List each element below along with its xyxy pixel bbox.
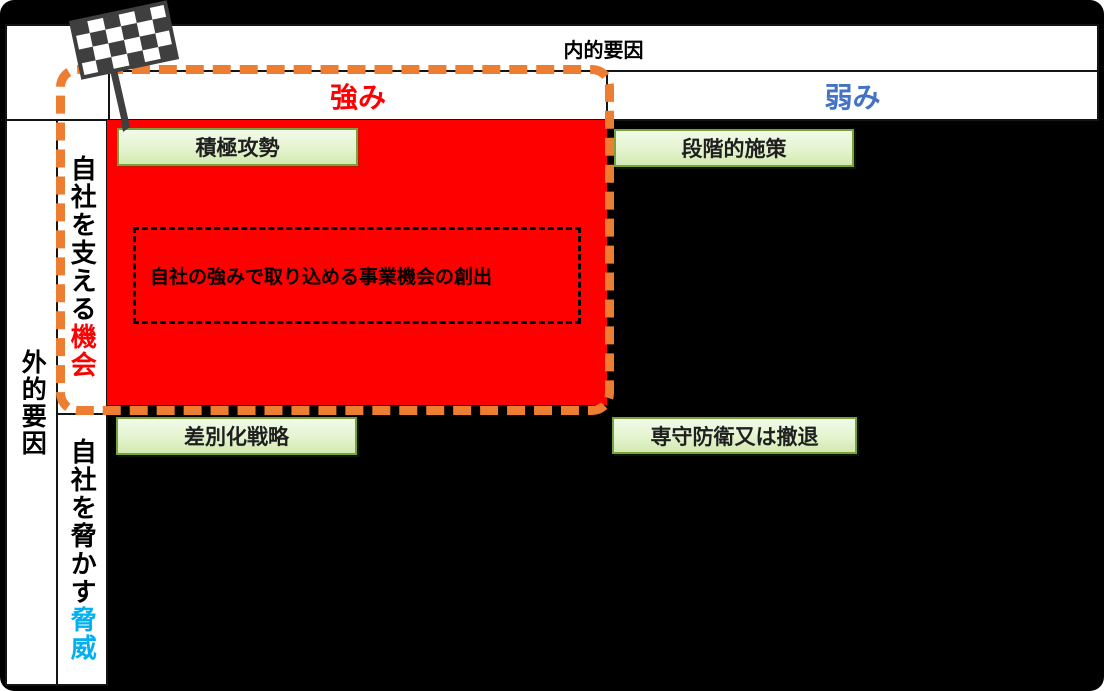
strategy-label-differentiation: 差別化戦略 <box>116 417 357 455</box>
internal-factors-header: 内的要因 <box>108 24 1099 72</box>
opportunity-label: 自社を支える機会 <box>67 155 98 379</box>
so-quadrant-note-box: 自社の強みで取り込める事業機会の創出 <box>133 227 581 324</box>
strategy-text: 段階的施策 <box>681 138 787 161</box>
external-factors-header: 外的要因 <box>5 119 58 686</box>
internal-factors-label: 内的要因 <box>563 39 644 62</box>
strategy-label-defense-or-withdrawal: 専守防衛又は撤退 <box>612 417 857 454</box>
strategy-label-aggressive: 積極攻勢 <box>117 128 358 166</box>
strategy-text: 積極攻勢 <box>195 137 280 160</box>
strategy-text: 差別化戦略 <box>184 426 289 449</box>
strategy-text: 専守防衛又は撤退 <box>650 425 819 449</box>
column-header-strength: 強み <box>108 70 608 121</box>
opportunity-keyword: 機会 <box>67 323 98 379</box>
threat-label: 自社を脅かす脅威 <box>67 437 98 662</box>
strength-label: 強み <box>329 81 386 113</box>
so-quadrant-note: 自社の強みで取り込める事業機会の創出 <box>150 267 493 288</box>
strategy-label-staged-measures: 段階的施策 <box>614 129 854 167</box>
row-header-opportunity: 自社を支える機会 <box>56 119 108 415</box>
row-header-threat: 自社を脅かす脅威 <box>56 413 108 686</box>
weakness-label: 弱み <box>824 81 881 113</box>
threat-keyword: 脅威 <box>67 605 98 662</box>
external-factors-label: 外的要因 <box>18 348 47 457</box>
checkered-flag-icon <box>68 0 180 132</box>
column-header-weakness: 弱み <box>606 70 1099 121</box>
highlighted-quadrant-strength-opportunity <box>107 120 607 405</box>
